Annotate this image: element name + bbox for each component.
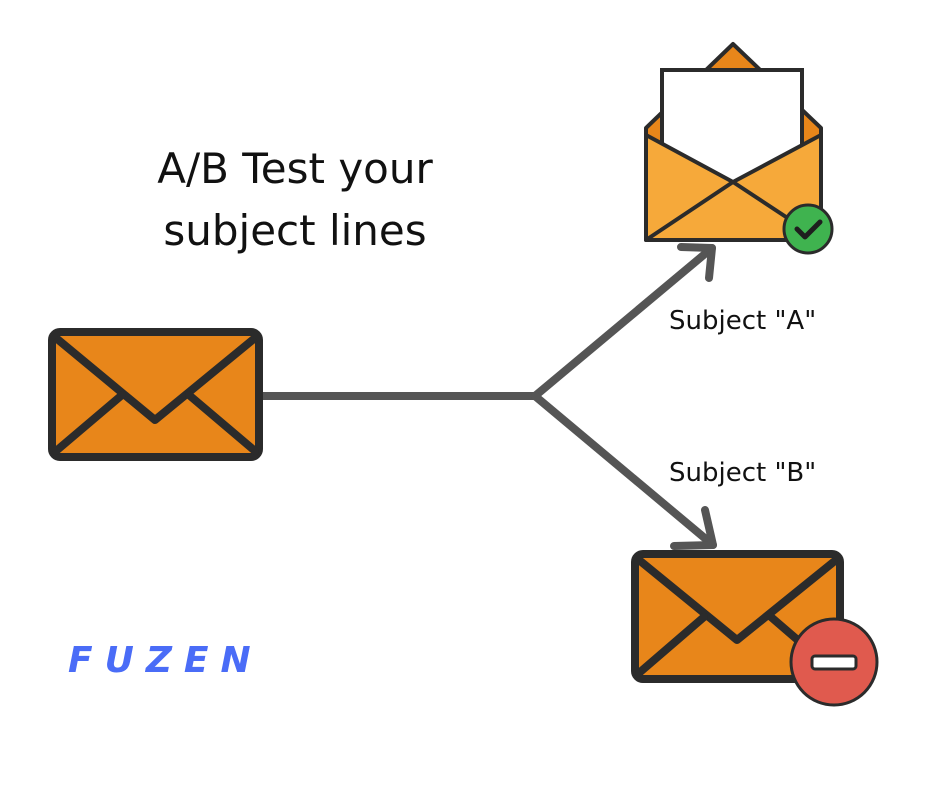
closed-envelope-icon: [631, 550, 844, 683]
arrowhead-a: [677, 243, 716, 282]
brand-logo: FUZEN: [68, 640, 263, 681]
check-icon: [782, 203, 834, 255]
arrowhead-b: [670, 506, 717, 550]
page-title: A/B Test your subject lines: [120, 138, 470, 262]
source-envelope-icon: [48, 328, 263, 461]
subject-b-label: Subject "B": [669, 458, 817, 488]
title-line-1: A/B Test your: [157, 144, 433, 193]
branch-line-b: [531, 392, 717, 549]
subject-a-label: Subject "A": [669, 306, 817, 336]
open-envelope-icon: [644, 42, 823, 242]
branch-line-a: [531, 244, 716, 400]
title-line-2: subject lines: [163, 206, 427, 255]
connector-lines: [258, 243, 717, 550]
minus-icon: [789, 617, 879, 707]
